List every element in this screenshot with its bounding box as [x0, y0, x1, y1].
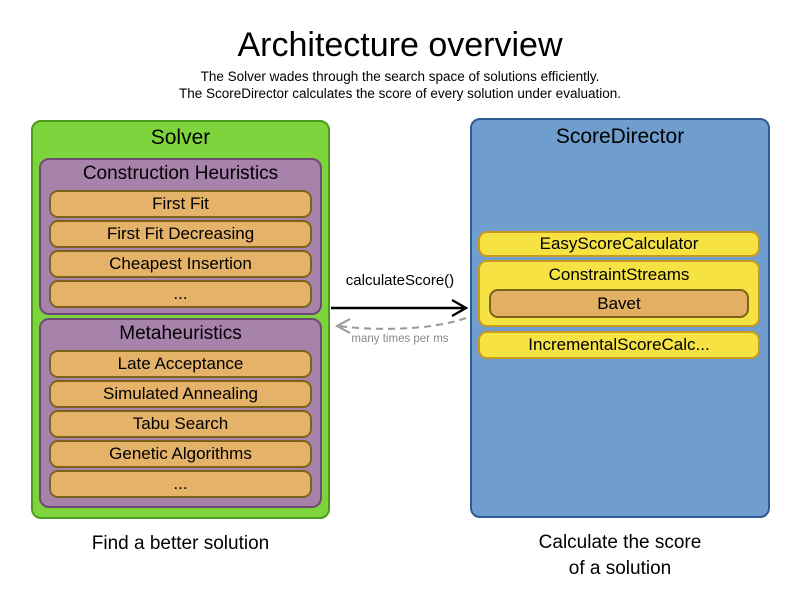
construction-heuristics-box: Construction Heuristics First Fit First …: [39, 158, 322, 315]
solver-item: Late Acceptance: [49, 350, 312, 378]
feedback-dashed-arrow-icon: [334, 317, 467, 334]
constraint-streams-label: ConstraintStreams: [548, 265, 690, 284]
metaheuristics-box: Metaheuristics Late Acceptance Simulated…: [39, 318, 322, 508]
frequency-label: many times per ms: [351, 333, 449, 345]
subtitle-line-2: The ScoreDirector calculates the score o…: [179, 86, 621, 101]
solver-box: Solver Construction Heuristics First Fit…: [31, 120, 330, 519]
bavet-box: Bavet: [489, 289, 749, 318]
page-title: Architecture overview: [237, 26, 563, 64]
score-director-label: ScoreDirector: [555, 125, 685, 148]
score-director-caption-line-2: of a solution: [568, 558, 672, 579]
score-director-caption-line-1: Calculate the score: [538, 532, 702, 553]
constraint-streams-box: ConstraintStreams Bavet: [478, 260, 760, 327]
solver-item: Tabu Search: [49, 410, 312, 438]
construction-heuristics-label: Construction Heuristics: [82, 163, 279, 184]
calculate-score-label: calculateScore(): [345, 272, 455, 289]
easy-score-calculator-box: EasyScoreCalculator: [478, 231, 760, 257]
solver-label: Solver: [150, 126, 211, 149]
incremental-score-calculator-box: IncrementalScoreCalc...: [478, 331, 760, 359]
metaheuristics-label: Metaheuristics: [119, 323, 242, 344]
solver-item: First Fit: [49, 190, 312, 218]
solver-item: ...: [49, 470, 312, 498]
solver-item: Simulated Annealing: [49, 380, 312, 408]
solver-caption: Find a better solution: [91, 533, 270, 554]
solver-item: Genetic Algorithms: [49, 440, 312, 468]
subtitle-line-1: The Solver wades through the search spac…: [200, 69, 600, 84]
score-director-caption: Calculate the score of a solution: [470, 530, 770, 582]
solver-item: First Fit Decreasing: [49, 220, 312, 248]
solver-item: Cheapest Insertion: [49, 250, 312, 278]
solver-item: ...: [49, 280, 312, 308]
score-director-box: ScoreDirector EasyScoreCalculator Constr…: [470, 118, 770, 518]
calculate-score-arrow-icon: [331, 298, 469, 318]
